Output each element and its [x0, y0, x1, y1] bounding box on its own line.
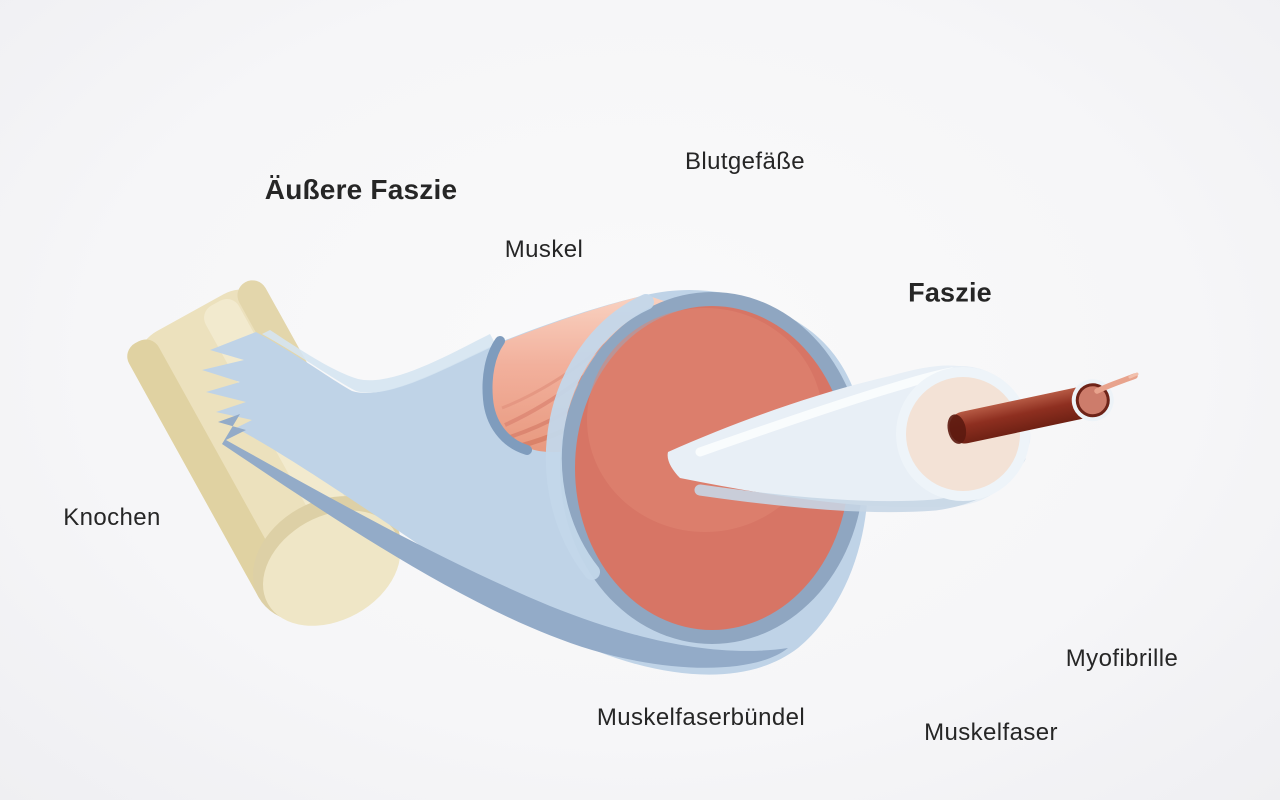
label-muskelfaserbuendel: Muskelfaserbündel	[596, 704, 806, 731]
label-knochen: Knochen	[63, 504, 161, 531]
label-myofibrille: Myofibrille	[1065, 645, 1179, 672]
label-blutgefaesse: Blutgefäße	[684, 148, 806, 175]
label-muskel: Muskel	[504, 236, 584, 263]
fascia-cut-edge	[482, 336, 532, 455]
fiber-cut-face	[1075, 383, 1110, 418]
label-muskelfaser: Muskelfaser	[924, 719, 1058, 746]
label-faszie: Faszie	[908, 277, 992, 308]
label-aeussere-faszie: Äußere Faszie	[264, 174, 458, 205]
bone-cut-face	[263, 510, 401, 626]
muscle-fiber	[947, 379, 1114, 444]
